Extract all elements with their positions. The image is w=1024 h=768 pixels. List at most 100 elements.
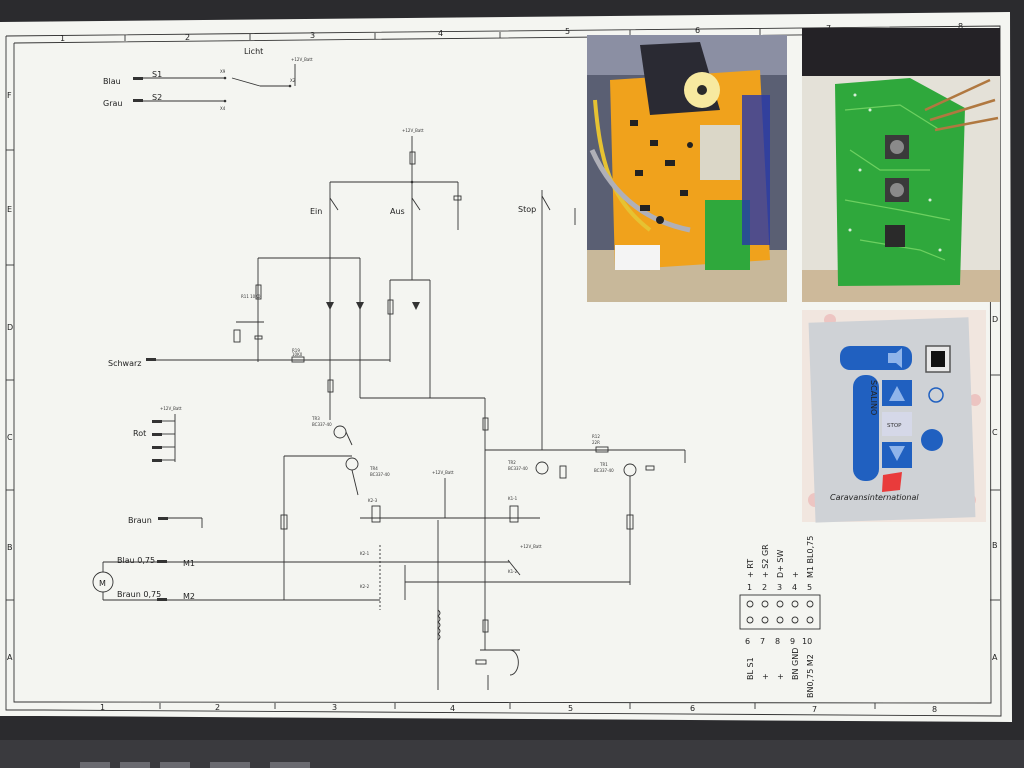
tr1-label: TR1	[599, 462, 608, 467]
col-label: 2	[185, 33, 190, 42]
row-label: B	[7, 543, 13, 552]
pin-label-top: + S2 GR	[761, 544, 770, 578]
tr1-type: BC337-40	[594, 468, 614, 473]
connector-pins-top	[746, 600, 814, 608]
connector-pin	[146, 358, 156, 361]
pin-label-bottom: BN0,75 M2	[806, 654, 815, 698]
wire-label-braun075: Braun 0,75	[117, 590, 161, 599]
connector-pinout: 1 2 3 4 5 6 7 8 9 10 + RT + S2 GR D+ SW …	[739, 536, 821, 698]
pin-number: 9	[790, 637, 795, 646]
col-label: 3	[332, 703, 337, 712]
m1-label: M1	[183, 559, 195, 568]
supply-label: +12V_Batt	[432, 470, 454, 475]
wire-label-blau075: Blau 0,75	[117, 556, 155, 565]
relay-coil-k2	[371, 505, 381, 523]
row-label: D	[992, 315, 998, 324]
frame-row-labels-left: F E D C B A	[7, 91, 13, 662]
pin-number: 2	[762, 583, 767, 592]
taskbar-items	[80, 762, 310, 768]
capacitor	[254, 335, 263, 340]
resistor	[327, 379, 334, 393]
diode	[412, 302, 420, 310]
s1-label: S1	[152, 70, 162, 79]
ein-label: Ein	[310, 207, 322, 216]
connector-pin	[133, 99, 143, 102]
control-circuit: +12V_Batt Ein Aus Stop R11 10K0	[92, 128, 686, 690]
light-switch-section: Licht +12V_Batt Blau Grau S1 S2 X9 X4 X2	[103, 47, 313, 111]
k2-2-label: K2-2	[360, 584, 370, 589]
col-label: 5	[568, 704, 573, 713]
resistor	[387, 299, 394, 315]
tr3-label: TR3	[311, 416, 320, 421]
relay-coil-k1	[509, 505, 519, 523]
resistor-r11	[255, 284, 262, 300]
connector-pin	[157, 560, 167, 563]
r12-value: 22R	[592, 440, 600, 445]
col-label: 6	[690, 704, 695, 713]
pin-number: 8	[775, 637, 780, 646]
potentiometer	[280, 514, 288, 530]
stop-switch	[541, 195, 551, 211]
pin-number: 3	[777, 583, 782, 592]
capacitor	[453, 195, 462, 201]
x9-label: X9	[220, 69, 226, 74]
licht-label: Licht	[244, 47, 263, 56]
photo-remote-control: SCALINO STOP Caravansinternational	[802, 310, 986, 523]
r11-label: R11 10K0	[241, 294, 261, 299]
tr2-label: TR2	[507, 460, 516, 465]
tr2-type: BC337-40	[508, 466, 528, 471]
pin-number: 10	[802, 637, 812, 646]
supply-label: +12V_Batt	[291, 57, 313, 62]
pin-label-bottom: +	[776, 673, 785, 680]
connector-pin	[152, 459, 162, 462]
diode	[356, 302, 364, 310]
resistor	[409, 151, 416, 165]
row-label: F	[7, 91, 12, 100]
connector-body	[739, 594, 821, 630]
wire-label-braun: Braun	[128, 516, 152, 525]
resistor	[482, 417, 489, 431]
inductor	[437, 609, 441, 641]
stop-label: Stop	[518, 205, 536, 214]
remote-stop-button	[882, 412, 912, 436]
col-label: 4	[450, 704, 455, 713]
row-label: B	[992, 541, 998, 550]
pin-label-top: +	[791, 571, 800, 578]
row-label: C	[7, 433, 13, 442]
row-label: D	[7, 323, 13, 332]
connector-pin	[152, 433, 162, 436]
pin-label-top: + RT	[746, 559, 755, 578]
row-label: A	[7, 653, 13, 662]
col-label: 8	[958, 22, 963, 31]
s2-label: S2	[152, 93, 162, 102]
col-label: 3	[310, 31, 315, 40]
connector-pin	[133, 77, 143, 80]
wire-label-rot: Rot	[133, 429, 146, 438]
resistor-r12	[595, 446, 609, 453]
resistor	[482, 619, 489, 633]
pin-number: 7	[760, 637, 765, 646]
supply-label: +12V_Batt	[402, 128, 424, 133]
connector-pins-bottom	[746, 616, 814, 624]
resistor	[559, 465, 567, 479]
aus-switch	[411, 197, 421, 211]
lightbulb-icon	[928, 387, 944, 403]
pin-number: 6	[745, 637, 750, 646]
pin-label-top: M1 BL0,75	[806, 536, 815, 578]
remote-sound-button	[840, 346, 912, 370]
tr4-type: BC337-40	[370, 472, 390, 477]
col-label: 7	[812, 705, 817, 714]
r19-label: R19	[292, 348, 300, 353]
connector-pin	[158, 517, 168, 520]
capacitor	[645, 465, 655, 471]
r19-value: 10K0	[292, 352, 303, 357]
resistor	[626, 514, 634, 530]
frame-column-labels-bottom: 1 2 3 4 5 6 7 8	[100, 703, 937, 714]
k1-1-label: K1-1	[508, 496, 518, 501]
x4-label: X4	[220, 106, 226, 111]
connector-pin	[152, 420, 162, 423]
remote-company-text: Caravansinternational	[830, 493, 919, 502]
diode	[326, 302, 334, 310]
stop-text: STOP	[887, 423, 902, 429]
